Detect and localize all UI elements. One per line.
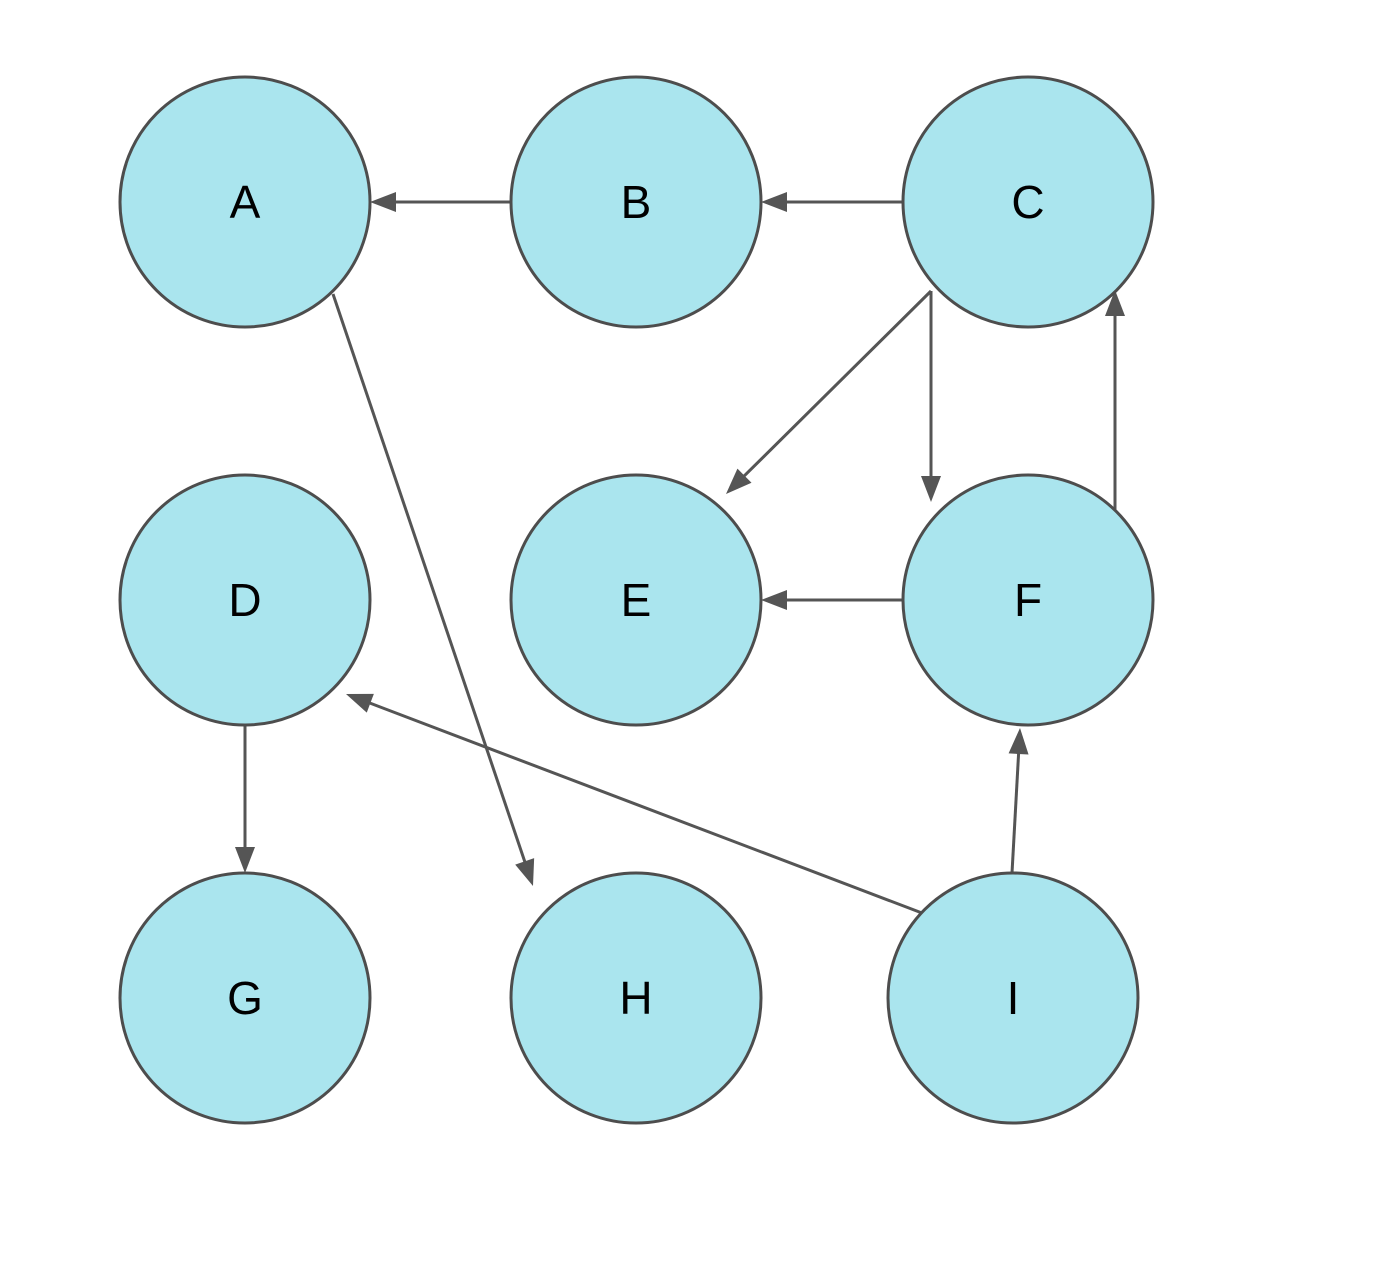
graph-node-g[interactable]: G xyxy=(118,871,372,1125)
edge-c-to-e xyxy=(726,289,933,494)
node-label: C xyxy=(1011,176,1044,228)
node-circle[interactable] xyxy=(509,75,763,329)
arrowhead-icon xyxy=(761,192,787,212)
edge-c-to-b xyxy=(761,192,903,212)
arrowhead-icon xyxy=(1105,290,1125,316)
node-circle[interactable] xyxy=(901,75,1155,329)
node-label: H xyxy=(619,972,652,1024)
edges-layer xyxy=(235,192,1125,915)
graph-node-e[interactable]: E xyxy=(509,473,763,727)
node-circle[interactable] xyxy=(118,871,372,1125)
node-circle[interactable] xyxy=(118,75,372,329)
edge-line xyxy=(741,289,933,479)
graph-node-a[interactable]: A xyxy=(118,75,372,329)
edge-a-to-h xyxy=(331,293,535,886)
edge-f-to-e xyxy=(761,590,903,610)
graph-node-d[interactable]: D xyxy=(118,473,372,727)
node-label: B xyxy=(621,176,652,228)
node-label: A xyxy=(230,176,261,228)
edge-line xyxy=(331,293,527,864)
node-circle[interactable] xyxy=(509,473,763,727)
arrowhead-icon xyxy=(235,847,255,873)
graph-node-b[interactable]: B xyxy=(509,75,763,329)
node-circle[interactable] xyxy=(509,871,763,1125)
node-circle[interactable] xyxy=(901,473,1155,727)
edge-i-to-d xyxy=(346,693,923,915)
graph-node-f[interactable]: F xyxy=(901,473,1155,727)
arrowhead-icon xyxy=(921,476,941,502)
node-label: D xyxy=(228,574,261,626)
node-label: G xyxy=(227,972,263,1024)
node-circle[interactable] xyxy=(118,473,372,727)
node-circle[interactable] xyxy=(886,871,1140,1125)
node-label: E xyxy=(621,574,652,626)
arrowhead-icon xyxy=(346,693,374,713)
edge-b-to-a xyxy=(370,192,511,212)
nodes-layer: A B C D E F G H I xyxy=(118,75,1155,1125)
arrowhead-icon xyxy=(726,468,752,494)
arrowhead-icon xyxy=(761,590,787,610)
edge-c-to-f xyxy=(921,291,941,502)
edge-i-to-f xyxy=(1008,728,1029,874)
node-label: F xyxy=(1014,574,1042,626)
graph-node-h[interactable]: H xyxy=(509,871,763,1125)
arrowhead-icon xyxy=(515,858,535,886)
node-label: I xyxy=(1007,972,1020,1024)
edge-line xyxy=(367,701,923,915)
edge-line xyxy=(1010,751,1021,874)
edge-f-to-c xyxy=(1105,290,1125,513)
graph-node-i[interactable]: I xyxy=(886,871,1140,1125)
edge-d-to-g xyxy=(235,725,255,873)
graph-node-c[interactable]: C xyxy=(901,75,1155,329)
arrowhead-icon xyxy=(1008,728,1029,755)
arrowhead-icon xyxy=(370,192,396,212)
